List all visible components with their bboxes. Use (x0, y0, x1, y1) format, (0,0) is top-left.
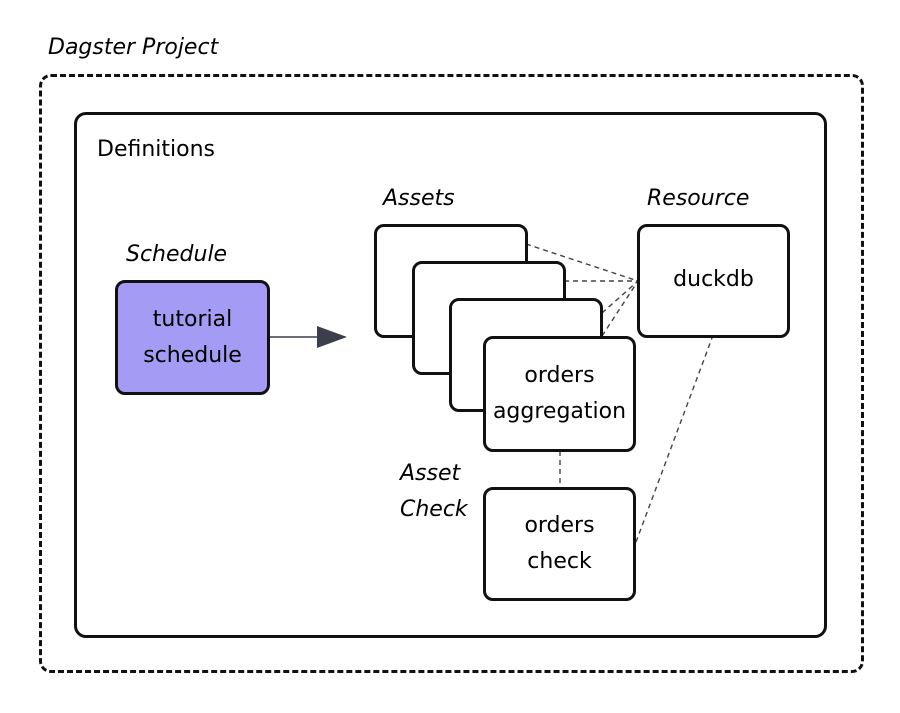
resource-heading: Resource (647, 186, 750, 211)
duckdb-resource-box[interactable]: duckdb (637, 224, 790, 338)
definitions-title: Definitions (97, 137, 215, 162)
schedule-heading: Schedule (126, 242, 228, 267)
aggregation-box-line2: aggregation (492, 399, 627, 424)
definitions-container (74, 112, 827, 638)
assets-heading: Assets (383, 186, 455, 211)
aggregation-box-line1: orders (524, 363, 595, 388)
tutorial-schedule-box[interactable]: tutorial schedule (115, 280, 270, 395)
asset-check-heading-line2: Check (400, 497, 468, 522)
orders-check-box[interactable]: orders check (483, 487, 636, 601)
project-container (39, 74, 864, 673)
schedule-box-line1: tutorial (152, 306, 233, 332)
schedule-box-line2: schedule (143, 342, 242, 368)
duckdb-label: duckdb (673, 267, 754, 292)
asset-resource-link-1 (525, 243, 639, 282)
asset-check-heading-line1: Asset (400, 461, 461, 486)
project-title: Dagster Project (48, 35, 219, 60)
check-box-line1: orders (524, 513, 595, 538)
check-resource-link (635, 337, 713, 543)
check-box-line2: check (527, 549, 592, 574)
orders-aggregation-box[interactable]: orders aggregation (483, 336, 636, 452)
asset-resource-link-4 (601, 280, 639, 337)
asset-resource-link-3 (601, 280, 639, 314)
